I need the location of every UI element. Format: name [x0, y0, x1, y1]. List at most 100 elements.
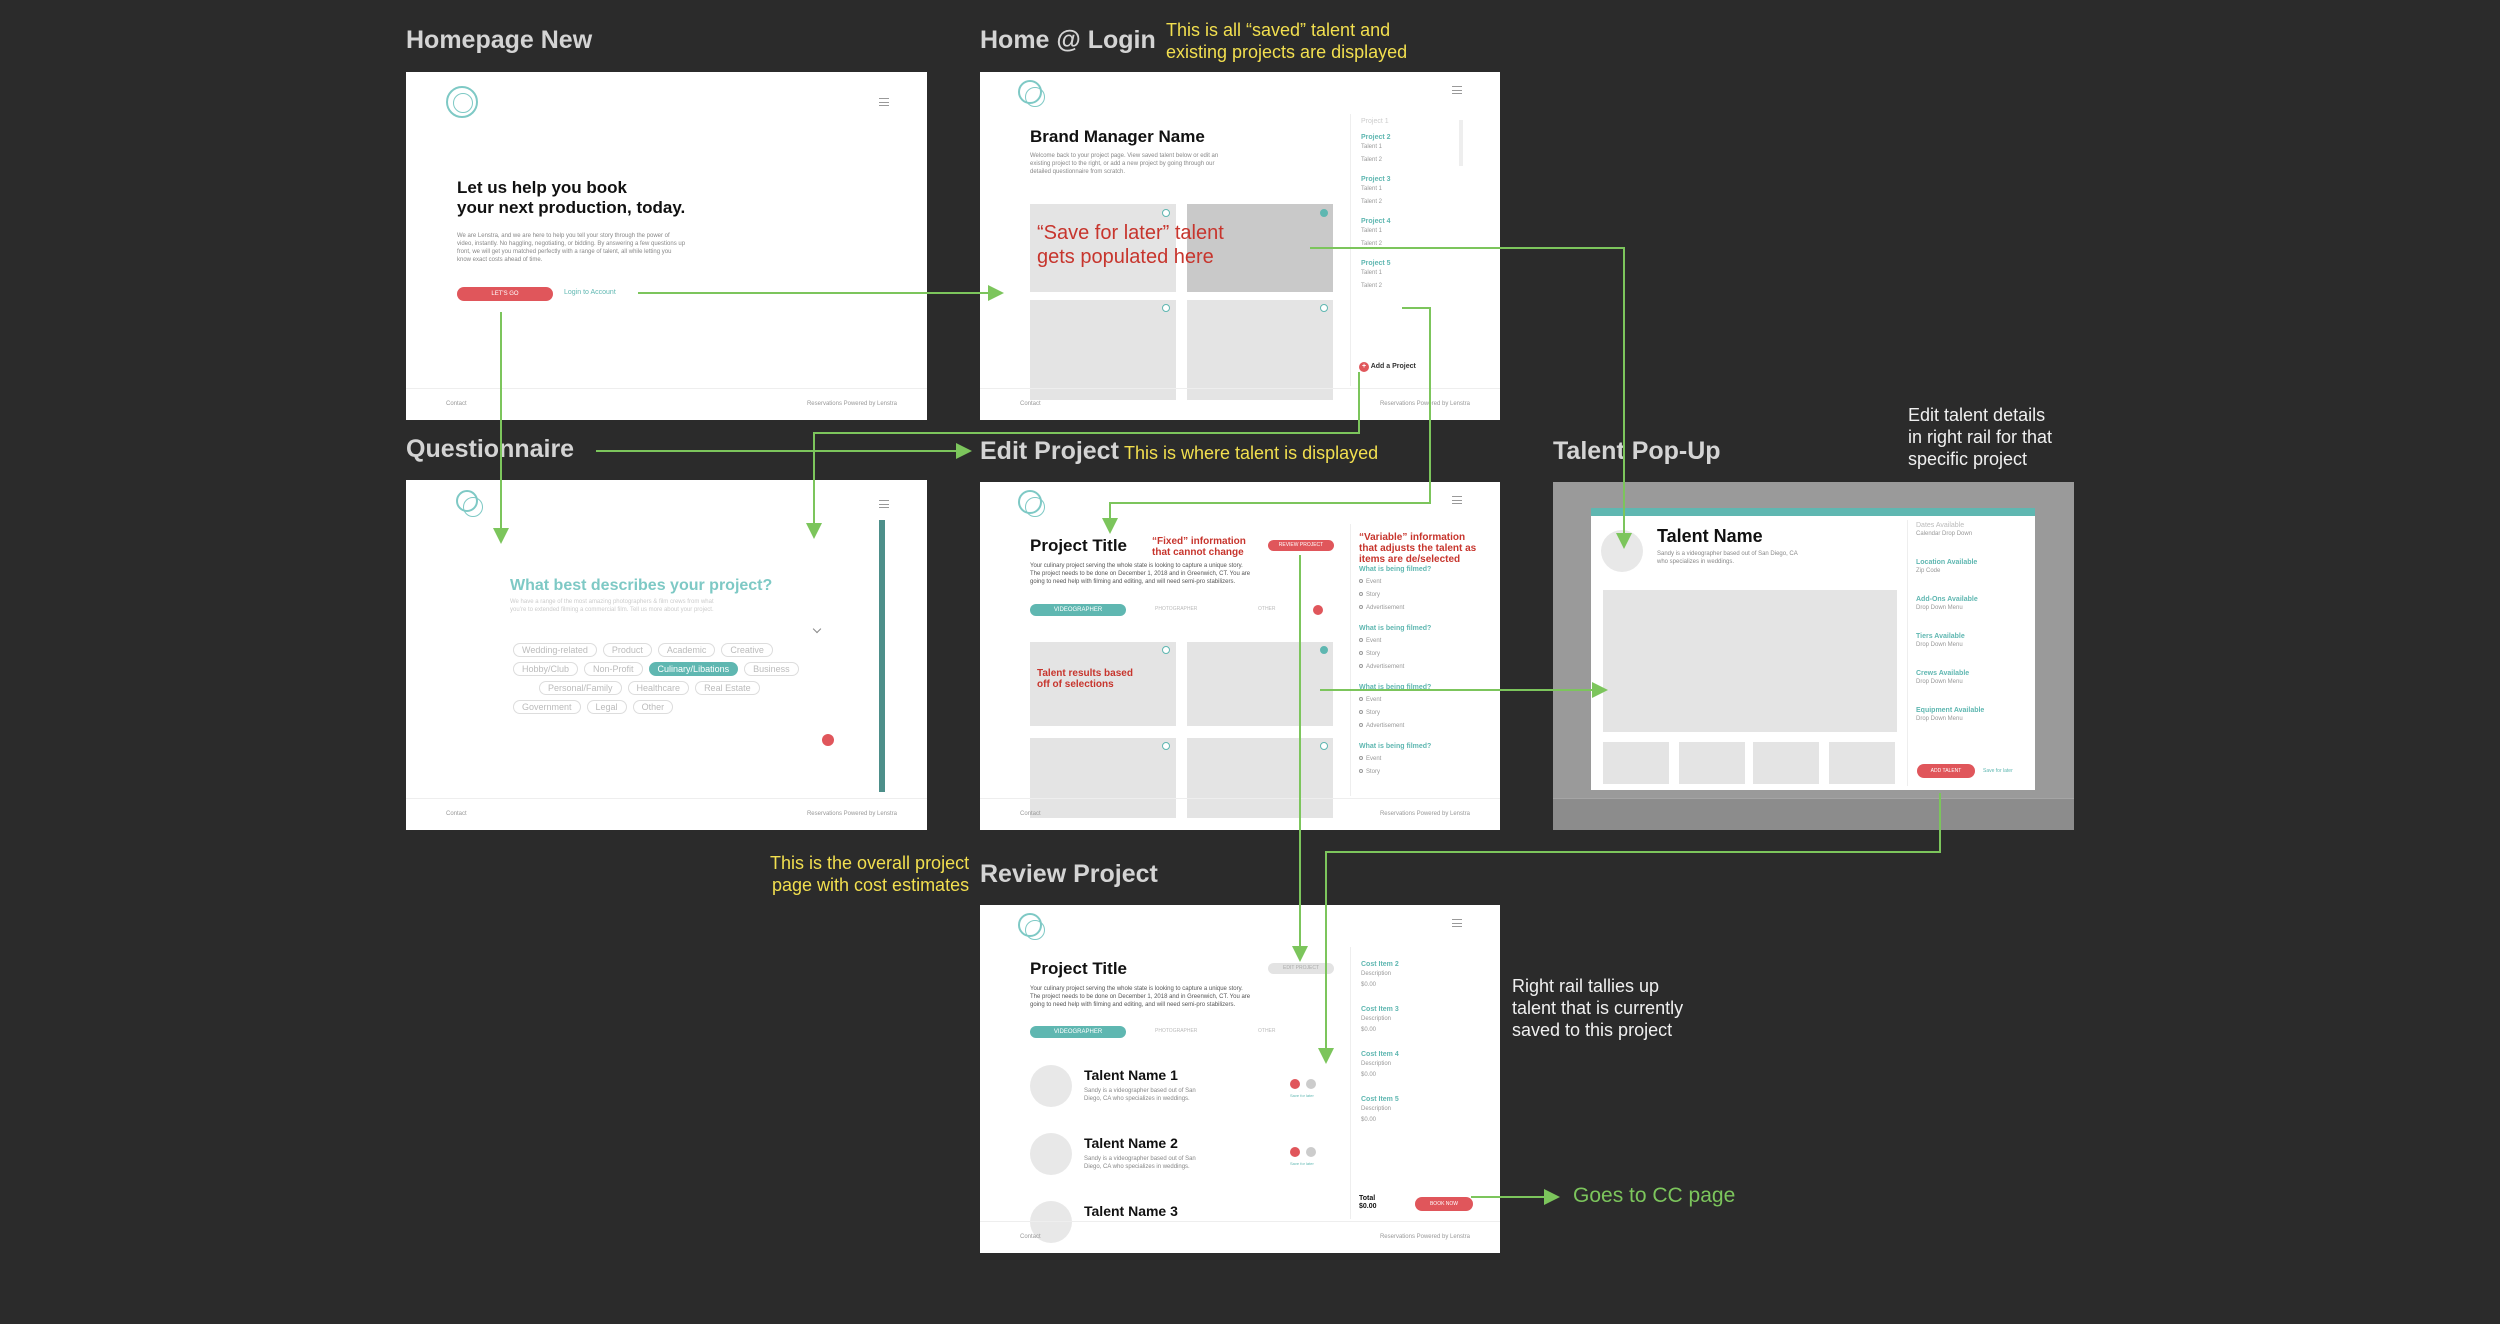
talent-thumbnail[interactable] [1829, 742, 1895, 784]
radio-icon[interactable] [1359, 723, 1363, 727]
info-icon[interactable] [1306, 1079, 1316, 1089]
login-link[interactable]: Login to Account [564, 289, 616, 296]
filter-option[interactable]: Advertisement [1359, 720, 1431, 733]
tab-photographer[interactable]: PHOTOGRAPHER [1155, 1028, 1198, 1034]
talent-thumbnail[interactable] [1753, 742, 1819, 784]
saved-talent-card[interactable] [1030, 300, 1176, 400]
talent-name[interactable]: Talent Name 1 [1084, 1067, 1178, 1083]
tab-other[interactable]: OTHER [1258, 1028, 1276, 1034]
radio-icon[interactable] [1359, 769, 1363, 773]
lets-go-button[interactable]: LET'S GO [457, 287, 553, 301]
project-name[interactable]: Project 1 [1361, 118, 1389, 125]
project-type-tag[interactable]: Creative [721, 643, 773, 657]
remove-icon[interactable] [1290, 1147, 1300, 1157]
talent-item[interactable]: Talent 1 [1361, 270, 1383, 276]
talent-item[interactable]: Talent 1 [1361, 186, 1383, 192]
radio-icon[interactable] [1359, 710, 1363, 714]
project-name[interactable]: Project 4 [1361, 218, 1391, 225]
filter-option[interactable]: Event [1359, 753, 1431, 766]
save-toggle-icon[interactable] [1320, 646, 1328, 654]
footer-contact[interactable]: Contact [1020, 811, 1041, 817]
radio-icon[interactable] [1359, 664, 1363, 668]
radio-icon[interactable] [1359, 579, 1363, 583]
save-toggle-icon[interactable] [1162, 209, 1170, 217]
tab-videographer[interactable]: VIDEOGRAPHER [1030, 1026, 1126, 1038]
talent-item[interactable]: Talent 1 [1361, 144, 1383, 150]
talent-item[interactable]: Talent 2 [1361, 157, 1383, 163]
hamburger-menu-icon[interactable] [1452, 919, 1462, 927]
talent-result-card[interactable] [1187, 642, 1333, 726]
filter-option[interactable]: Story [1359, 648, 1431, 661]
filter-option[interactable]: Event [1359, 694, 1431, 707]
project-name[interactable]: Project 3 [1361, 176, 1391, 183]
saved-talent-card[interactable] [1187, 204, 1333, 292]
edit-project-button[interactable]: EDIT PROJECT [1268, 963, 1334, 974]
tab-photographer[interactable]: PHOTOGRAPHER [1155, 606, 1198, 612]
footer-contact[interactable]: Contact [446, 401, 467, 407]
remove-icon[interactable] [1290, 1079, 1300, 1089]
detail-dropdown[interactable]: Drop Down Menu [1916, 716, 1963, 722]
filter-option[interactable]: Advertisement [1359, 661, 1431, 674]
review-project-button[interactable]: REVIEW PROJECT [1268, 540, 1334, 551]
project-type-tag[interactable]: Product [602, 643, 652, 657]
talent-thumbnail[interactable] [1603, 742, 1669, 784]
project-type-tag[interactable]: Healthcare [627, 681, 690, 695]
tab-other[interactable]: OTHER [1258, 606, 1276, 612]
filter-option[interactable]: Advertisement [1359, 602, 1431, 615]
talent-result-card[interactable] [1030, 738, 1176, 818]
talent-item[interactable]: Talent 1 [1361, 228, 1383, 234]
talent-name[interactable]: Talent Name 2 [1084, 1135, 1178, 1151]
saved-talent-card[interactable] [1030, 204, 1176, 292]
project-type-tag[interactable]: Real Estate [695, 681, 760, 695]
filter-option[interactable]: Story [1359, 589, 1431, 602]
save-toggle-icon[interactable] [1162, 742, 1170, 750]
radio-icon[interactable] [1359, 756, 1363, 760]
hamburger-menu-icon[interactable] [1452, 496, 1462, 504]
filter-option[interactable]: Event [1359, 576, 1431, 589]
project-type-tag[interactable]: Personal/Family [539, 681, 622, 695]
save-for-later-link[interactable]: Save for later [1290, 1161, 1314, 1166]
talent-video-preview[interactable] [1603, 590, 1897, 732]
project-type-tag[interactable]: Wedding-related [513, 643, 597, 657]
footer-contact[interactable]: Contact [1020, 1234, 1041, 1240]
radio-icon[interactable] [1359, 638, 1363, 642]
hamburger-menu-icon[interactable] [1452, 86, 1462, 94]
project-type-tag[interactable]: Business [744, 662, 799, 676]
save-toggle-icon[interactable] [1320, 209, 1328, 217]
project-type-tag[interactable]: Non-Profit [584, 662, 643, 676]
filter-option[interactable]: Story [1359, 707, 1431, 720]
footer-contact[interactable]: Contact [446, 811, 467, 817]
talent-item[interactable]: Talent 2 [1361, 199, 1383, 205]
talent-name[interactable]: Talent Name 3 [1084, 1203, 1178, 1219]
hamburger-menu-icon[interactable] [879, 98, 889, 106]
project-item[interactable]: Project 4 Talent 1 Talent 2 [1361, 218, 1500, 251]
save-for-later-link[interactable]: Save for later [1290, 1093, 1314, 1098]
talent-item[interactable]: Talent 2 [1361, 241, 1383, 247]
talent-result-card[interactable] [1187, 738, 1333, 818]
project-type-tag[interactable]: Legal [586, 700, 627, 714]
save-toggle-icon[interactable] [1320, 742, 1328, 750]
add-icon[interactable] [1313, 605, 1323, 615]
info-icon[interactable] [1306, 1147, 1316, 1157]
rail-scrollbar[interactable] [1459, 120, 1463, 166]
project-type-tag[interactable]: Hobby/Club [513, 662, 579, 676]
project-item[interactable]: Project 3 Talent 1 Talent 2 [1361, 176, 1500, 209]
project-type-tag[interactable]: Government [513, 700, 581, 714]
project-name[interactable]: Project 5 [1361, 260, 1391, 267]
project-type-tag[interactable]: Academic [657, 643, 716, 657]
filter-option[interactable]: Story [1359, 766, 1431, 779]
hamburger-menu-icon[interactable] [879, 500, 889, 508]
save-for-later-link[interactable]: Save for later [1983, 768, 2013, 774]
detail-dropdown[interactable]: Drop Down Menu [1916, 605, 1963, 611]
footer-contact[interactable]: Contact [1020, 401, 1041, 407]
radio-icon[interactable] [1359, 651, 1363, 655]
detail-dropdown[interactable]: Calendar Drop Down [1916, 531, 1973, 537]
book-now-button[interactable]: BOOK NOW [1415, 1197, 1473, 1211]
radio-icon[interactable] [1359, 697, 1363, 701]
project-type-tag[interactable]: Other [632, 700, 674, 714]
radio-icon[interactable] [1359, 592, 1363, 596]
talent-result-card[interactable] [1030, 642, 1176, 726]
radio-icon[interactable] [1359, 605, 1363, 609]
saved-talent-card[interactable] [1187, 300, 1333, 400]
